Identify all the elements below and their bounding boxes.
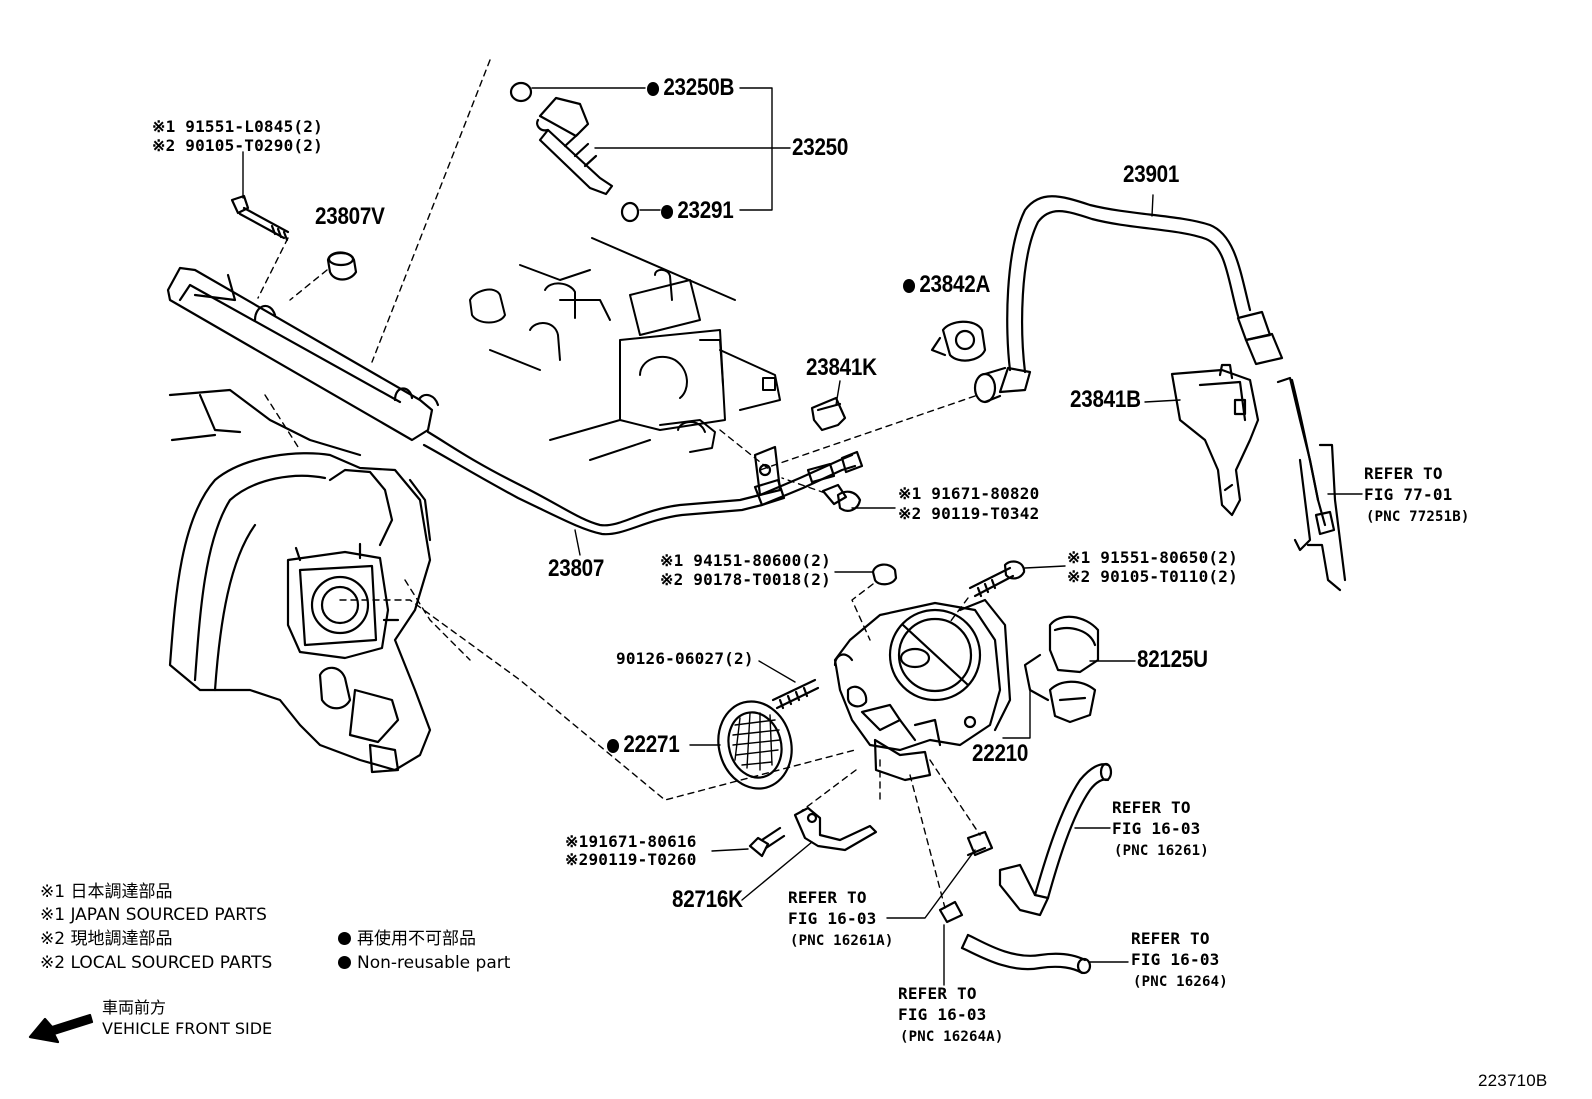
refer-16264a-line1: REFER TO [898,984,977,1003]
throttle-body [833,598,1012,782]
refer-77-01-line3: (PNC 77251B) [1366,509,1470,525]
callout-23250b[interactable]: 23250B [647,76,734,100]
fuel-injector [509,81,640,223]
callout-23250[interactable]: 23250 [792,134,849,161]
bolt-ref-3-line2[interactable]: ※2 90178-T0018(2) [660,570,831,589]
refer-16261a-line1: REFER TO [788,888,867,907]
legend-local-jp: ※2 現地調達部品 [40,929,173,949]
water-hoses [938,762,1113,975]
refer-16264-line2[interactable]: FIG 16-03 [1131,950,1220,969]
engine-head [469,237,781,461]
bolt-ref-1-line2[interactable]: ※2 90105-T0290(2) [152,136,323,155]
legend-japan-en: ※1 JAPAN SOURCED PARTS [40,905,267,925]
refer-16264a-line2[interactable]: FIG 16-03 [898,1005,987,1024]
callout-23842a[interactable]: 23842A [903,273,990,297]
refer-16261-line3: (PNC 16261) [1114,843,1209,859]
intake-manifold [168,388,432,774]
callout-82125u[interactable]: 82125U [1137,646,1208,673]
bolt-ref-4-line1[interactable]: ※1 91551-80650(2) [1067,548,1238,567]
bolt-ref-4-line2[interactable]: ※2 90105-T0110(2) [1067,567,1238,586]
callout-23807v[interactable]: 23807V [315,203,385,230]
bracket-23841b [1170,363,1260,517]
figure-id: 223710B [1478,1071,1548,1090]
hose-77-01 [1276,376,1347,592]
dashed-lines [257,59,981,909]
callout-23841b[interactable]: 23841B [1070,386,1141,413]
fuel-hose [973,195,1284,404]
bolt-ref-5-line1[interactable]: ※191671-80616 [565,832,697,851]
legend-non-reusable-jp: 再使用不可部品 [338,931,476,948]
refer-77-01-line1: REFER TO [1364,464,1443,483]
callout-23291[interactable]: 23291 [661,199,733,223]
refer-16264a-line3: (PNC 16264A) [900,1029,1004,1045]
refer-77-01-line2[interactable]: FIG 77-01 [1364,485,1453,504]
refer-16261a-line2[interactable]: FIG 16-03 [788,909,877,928]
callout-23807[interactable]: 23807 [548,555,605,582]
direction-label-en: VEHICLE FRONT SIDE [102,1019,273,1038]
bolt-ref-2-line2[interactable]: ※2 90119-T0342 [898,504,1040,523]
clip-23841k [810,396,847,432]
refer-16264-line1: REFER TO [1131,929,1210,948]
connector-82125u [1023,615,1100,724]
refer-16261-line1: REFER TO [1112,798,1191,817]
bolt-ref-5-line2[interactable]: ※290119-T0260 [565,850,697,869]
refer-16261-line2[interactable]: FIG 16-03 [1112,819,1201,838]
refer-16264-line3: (PNC 16264) [1133,974,1228,990]
clamp-23842a [930,320,987,362]
legend-japan-jp: ※1 日本調達部品 [40,882,173,902]
callout-23841k[interactable]: 23841K [806,354,877,381]
throttle-gasket [717,700,793,790]
direction-label-jp: 車両前方 [102,998,167,1017]
legend-non-reusable-en: Non-reusable part [338,955,510,972]
callout-22271[interactable]: 22271 [607,733,679,757]
callout-23901[interactable]: 23901 [1123,161,1180,188]
bolt-ref-1-line1[interactable]: ※1 91551-L0845(2) [152,117,323,136]
front-arrow [28,1013,94,1044]
callout-90126[interactable]: 90126-06027(2) [616,649,754,668]
bolt-ref-2-line1[interactable]: ※1 91671-80820 [898,484,1040,503]
leader-lines [242,87,1363,986]
callout-82716k[interactable]: 82716K [672,886,743,913]
callout-22210[interactable]: 22210 [972,740,1029,767]
bolts [230,194,1026,858]
bolt-ref-3-line1[interactable]: ※1 94151-80600(2) [660,551,831,570]
fuel-delivery-pipe [166,266,864,536]
refer-16261a-line3: (PNC 16261A) [790,933,894,949]
bracket-82716k [793,806,878,852]
legend-local-en: ※2 LOCAL SOURCED PARTS [40,953,273,973]
